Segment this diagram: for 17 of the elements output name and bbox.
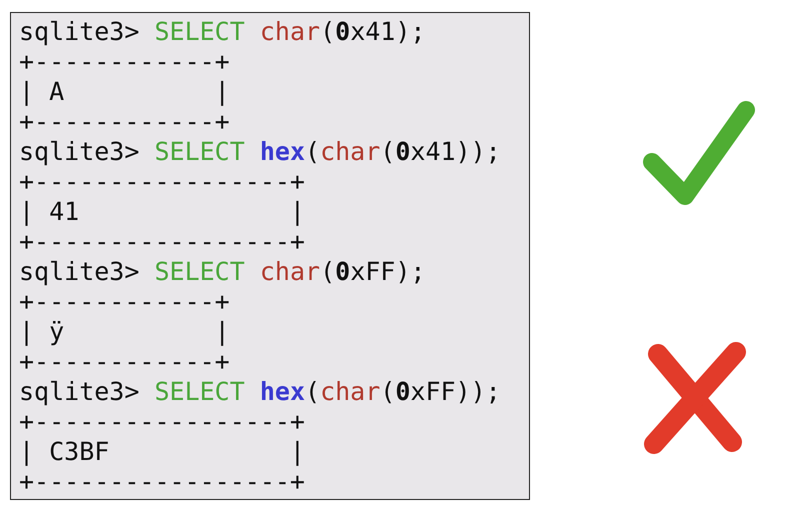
terminal-line: +-----------------+ <box>19 167 305 197</box>
terminal-line: +------------+ <box>19 47 230 77</box>
terminal-line: sqlite3> SELECT char(0xFF); <box>19 257 426 287</box>
terminal-line: | 41 | <box>19 197 305 227</box>
terminal-line: +------------+ <box>19 287 230 317</box>
terminal-line: +-----------------+ <box>19 407 305 437</box>
terminal-line: | ÿ | <box>19 317 230 347</box>
terminal-line: +------------+ <box>19 347 230 377</box>
terminal-line: +-----------------+ <box>19 467 305 497</box>
terminal-line: sqlite3> SELECT hex(char(0xFF)); <box>19 377 501 407</box>
terminal-line: | C3BF | <box>19 437 305 467</box>
terminal-line: sqlite3> SELECT hex(char(0x41)); <box>19 137 501 167</box>
terminal-line: +-----------------+ <box>19 227 305 257</box>
terminal-line: sqlite3> SELECT char(0x41); <box>19 17 426 47</box>
terminal-panel <box>10 12 530 500</box>
terminal-line: +------------+ <box>19 107 230 137</box>
terminal-line: | A | <box>19 77 230 107</box>
